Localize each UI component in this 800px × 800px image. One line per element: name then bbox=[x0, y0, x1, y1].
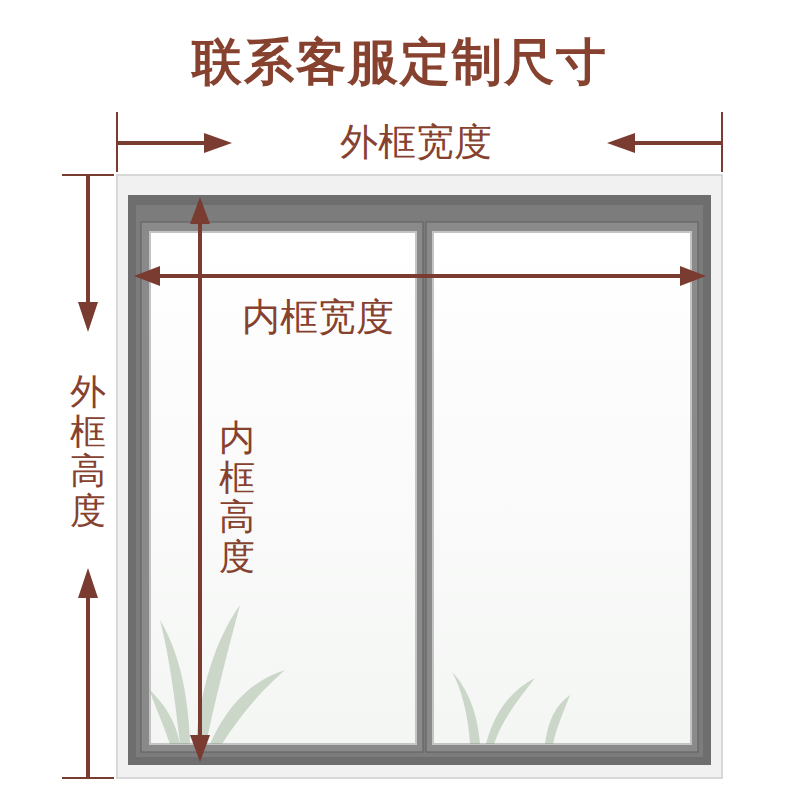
arrow-head bbox=[190, 197, 210, 224]
dimension-label: 外框宽度 bbox=[340, 122, 492, 164]
dimension-label: 内框高度 bbox=[219, 418, 255, 576]
left-sash bbox=[141, 222, 423, 752]
arrow-head bbox=[78, 302, 98, 332]
arrow-head bbox=[190, 735, 210, 762]
frame-inner bbox=[136, 205, 703, 757]
arrow-shaft bbox=[86, 598, 90, 778]
leaf bbox=[150, 690, 180, 744]
arrow-head bbox=[134, 266, 160, 286]
title: 联系客服定制尺寸 bbox=[192, 35, 608, 90]
arrow-head bbox=[204, 133, 232, 153]
dimension-label: 外框高度 bbox=[70, 372, 106, 530]
leaf bbox=[486, 678, 535, 744]
arrow-shaft bbox=[117, 141, 207, 145]
arrow-head bbox=[607, 133, 635, 153]
arrow-head bbox=[680, 266, 706, 286]
dimension-arrows bbox=[78, 133, 722, 778]
leaf bbox=[210, 670, 285, 744]
arrow-shaft bbox=[158, 274, 682, 278]
window-frame bbox=[128, 195, 711, 765]
dimension-label: 内框宽度 bbox=[242, 297, 394, 339]
leaf bbox=[545, 695, 570, 744]
left-glass bbox=[150, 232, 416, 744]
arrow-shaft bbox=[632, 141, 722, 145]
right-glass bbox=[433, 232, 691, 744]
arrow-shaft bbox=[198, 222, 202, 736]
arrow-head bbox=[78, 568, 98, 598]
plant-shadow bbox=[150, 605, 570, 744]
arrow-shaft bbox=[86, 175, 90, 305]
leaf bbox=[452, 672, 480, 744]
right-sash bbox=[426, 222, 698, 752]
extension-lines bbox=[62, 112, 722, 778]
outer-frame bbox=[117, 175, 722, 778]
